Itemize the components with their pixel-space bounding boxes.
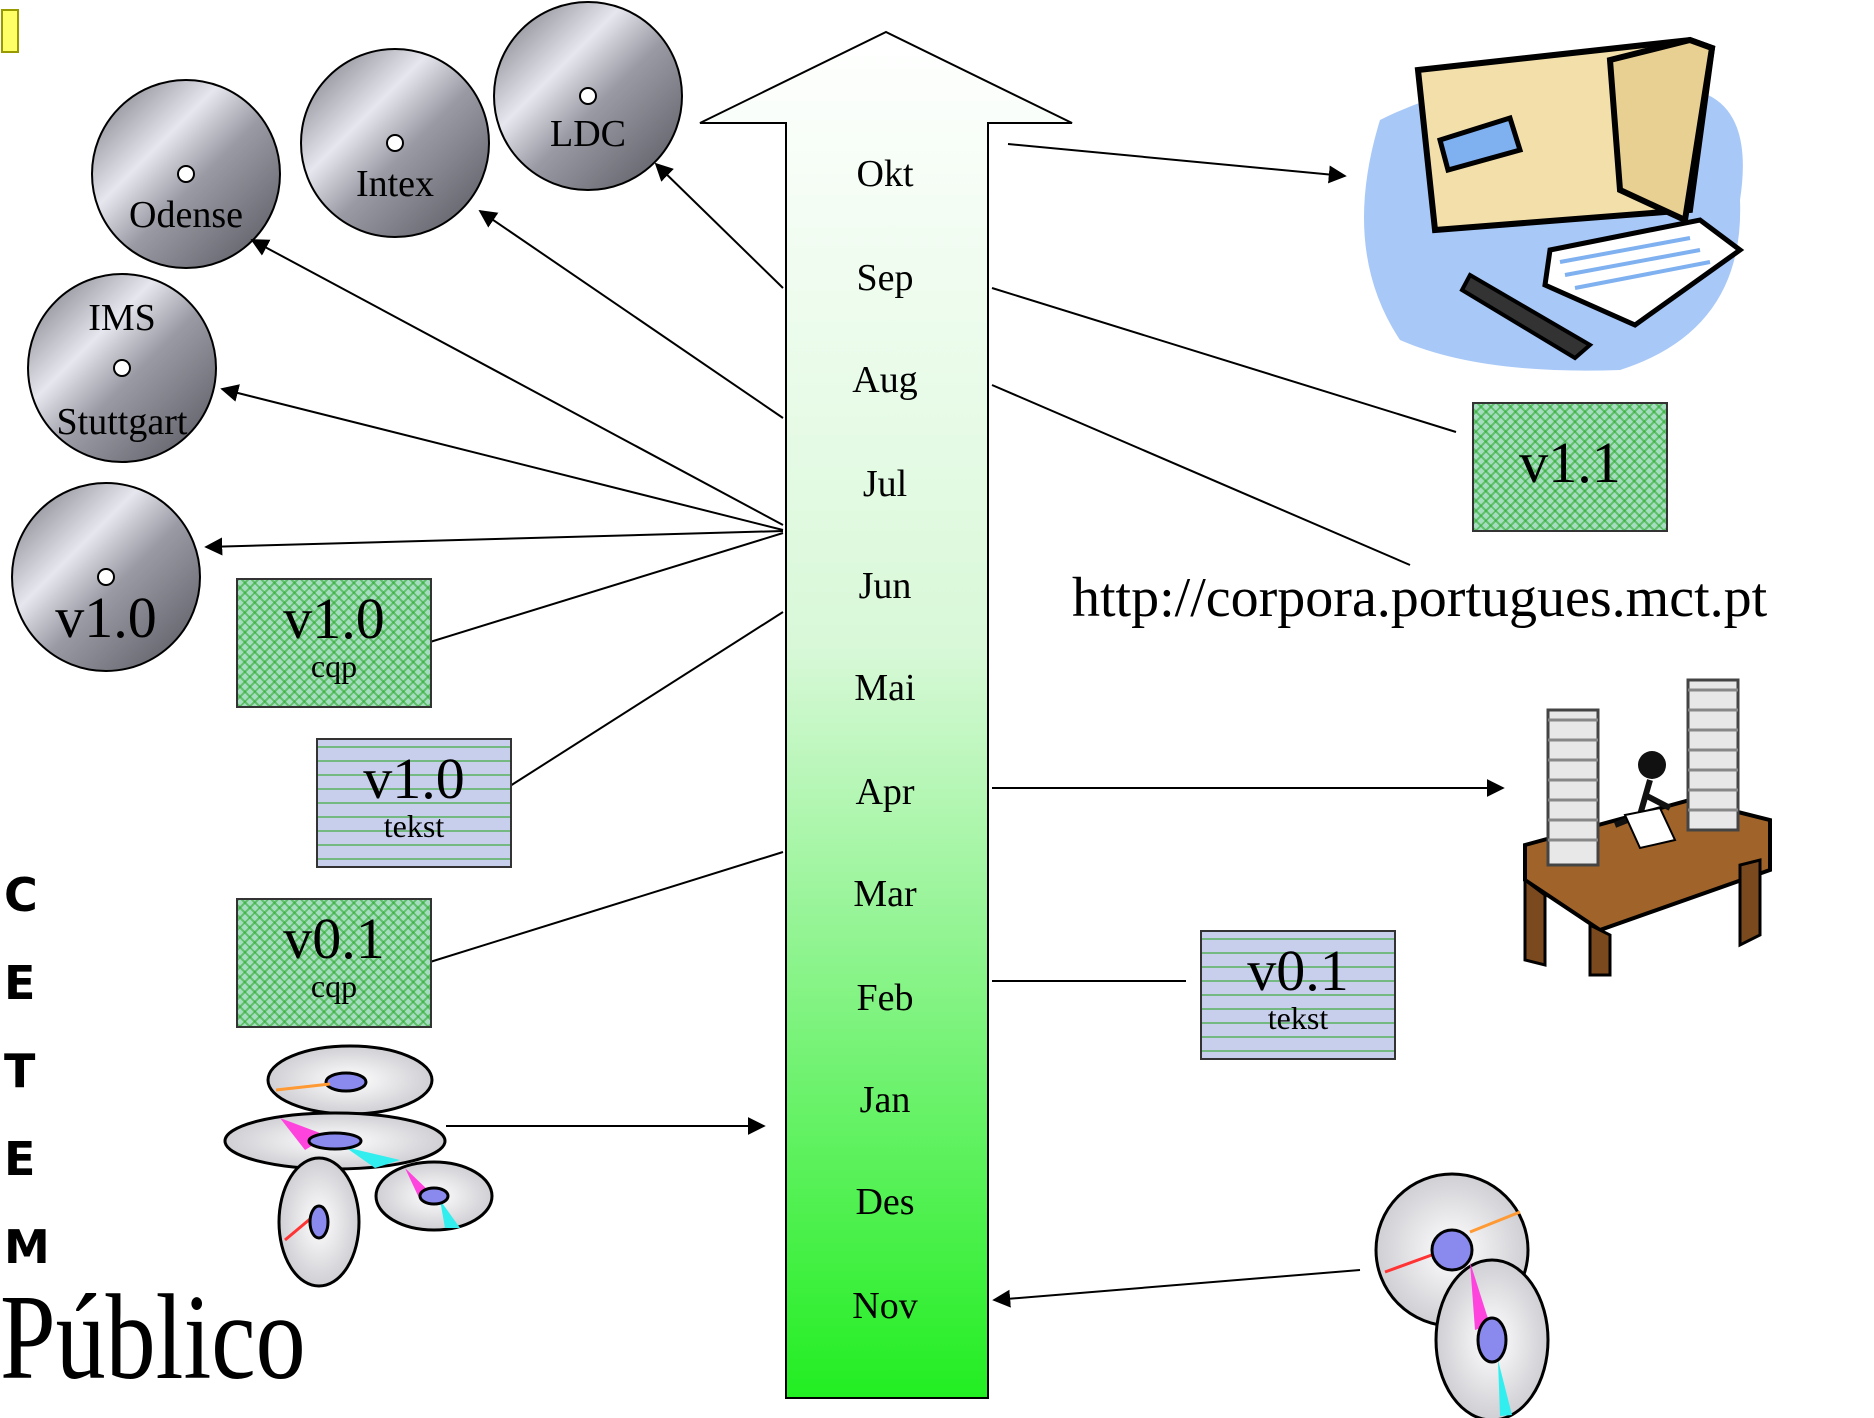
box-v10-tekst-format: tekst — [383, 808, 445, 844]
disc-label-ims: IMS — [88, 297, 156, 339]
month-mai: Mai — [854, 667, 916, 709]
brand-letter-e1: E — [4, 956, 36, 1010]
computer-clipart-icon — [1364, 36, 1745, 371]
month-okt: Okt — [856, 153, 914, 195]
box-v01-cqp-format: cqp — [310, 968, 358, 1004]
disc-label-odense: Odense — [129, 194, 243, 236]
month-jul: Jul — [862, 463, 908, 505]
box-v01-tekst-format: tekst — [1267, 1000, 1329, 1036]
month-jan: Jan — [859, 1079, 911, 1121]
brand-letter-c: C — [4, 868, 38, 922]
box-v10-cqp: v1.0 cqp — [236, 578, 432, 708]
brand-letter-e2: E — [4, 1132, 36, 1186]
box-v10-tekst: v1.0 tekst — [316, 738, 512, 868]
box-v01-cqp: v0.1 cqp — [236, 898, 432, 1028]
disc-label-intex: Intex — [355, 163, 435, 205]
disc-ldc — [493, 1, 683, 191]
month-feb: Feb — [856, 977, 914, 1019]
month-apr: Apr — [855, 771, 915, 813]
brand-letter-t: T — [4, 1044, 36, 1098]
box-v10-tekst-version: v1.0 — [363, 746, 465, 811]
box-v11: v1.1 — [1472, 402, 1668, 532]
month-mar: Mar — [853, 873, 917, 915]
box-v01-tekst-version: v0.1 — [1247, 938, 1349, 1003]
month-des: Des — [855, 1181, 915, 1223]
disc-label-ldc: LDC — [550, 113, 626, 155]
release-arrows — [204, 143, 1505, 1308]
brand-word-publico: Público — [0, 1270, 306, 1405]
box-v01-cqp-version: v0.1 — [283, 906, 385, 971]
cd-stack-left-icon — [223, 1044, 494, 1288]
disc-ims-stuttgart — [27, 273, 217, 463]
brand-letter-m: M — [4, 1220, 50, 1274]
corner-marker — [1, 9, 19, 53]
month-aug: Aug — [852, 359, 918, 401]
month-nov: Nov — [852, 1285, 918, 1327]
box-v10-cqp-version: v1.0 — [283, 586, 385, 651]
cd-pair-right-icon — [1374, 1172, 1550, 1418]
person-at-desk-clipart-icon — [1523, 678, 1772, 977]
disc-odense — [91, 79, 281, 269]
box-v10-cqp-format: cqp — [310, 648, 358, 684]
corpus-url: http://corpora.portugues.mct.pt — [1072, 567, 1768, 629]
timeline-arrow — [699, 30, 1073, 1399]
disc-intex — [300, 48, 490, 238]
disc-v10 — [11, 482, 201, 672]
month-sep: Sep — [856, 257, 914, 299]
disc-label-stuttgart: Stuttgart — [56, 401, 188, 443]
disc-label-v10: v1.0 — [55, 585, 157, 650]
box-v01-tekst: v0.1 tekst — [1200, 930, 1396, 1060]
box-v11-version: v1.1 — [1519, 430, 1621, 495]
month-jun: Jun — [858, 565, 912, 607]
